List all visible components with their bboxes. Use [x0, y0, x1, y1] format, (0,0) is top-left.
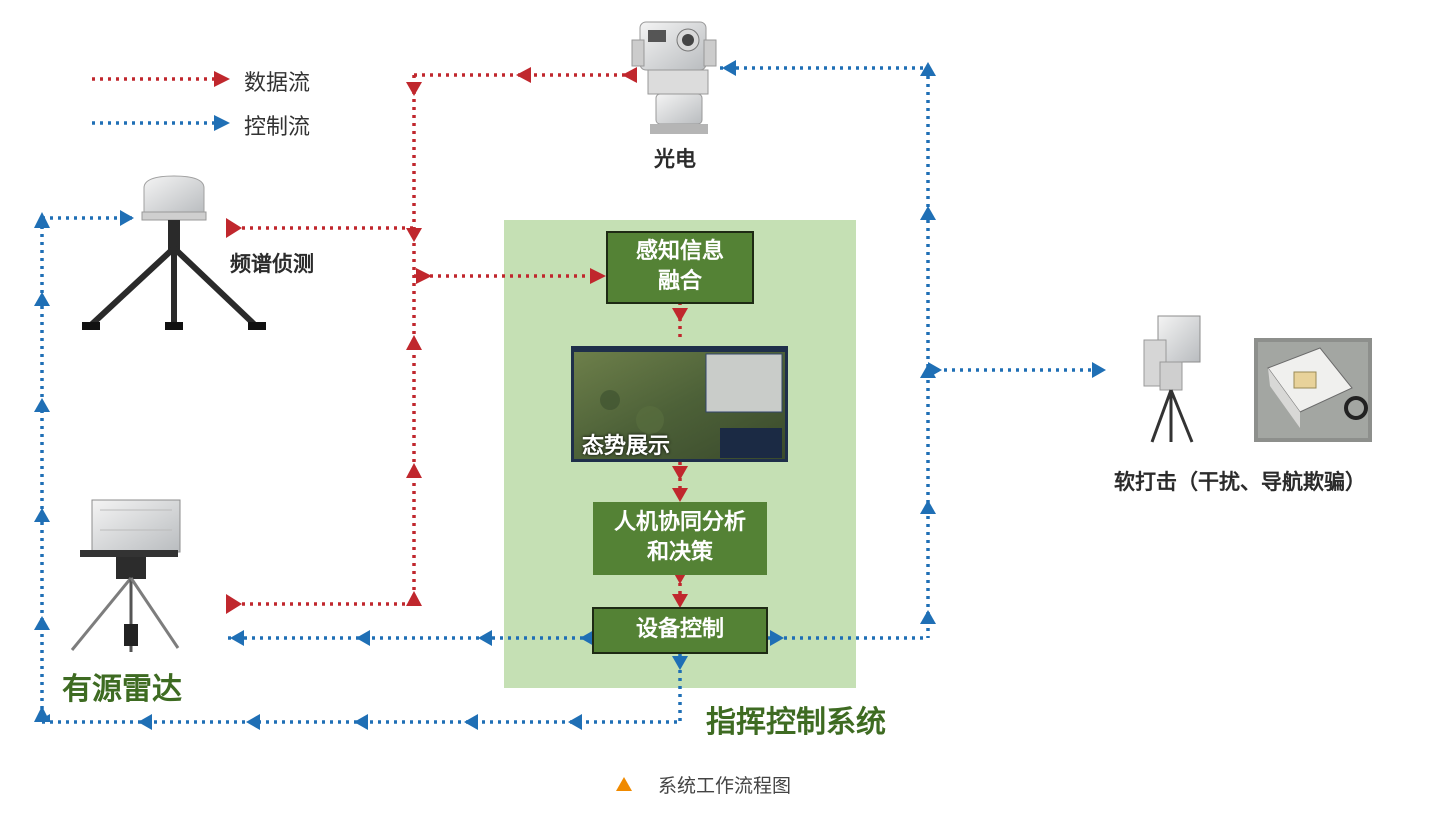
active-radar-image	[70, 499, 181, 652]
legend-data-flow-label: 数据流	[244, 71, 311, 96]
step-device-control-text: 设备控制	[593, 615, 767, 645]
legend-data-flow-line	[92, 71, 230, 87]
data-flow-arrows	[226, 67, 688, 614]
step-collaborative-analysis-text: 人机协同分析 和决策	[593, 508, 767, 568]
step-perception-fusion-line2: 融合	[657, 269, 702, 294]
step-box-device-control	[592, 607, 768, 654]
navigation-spoofer-image	[1254, 338, 1372, 442]
figure-caption: 系统工作流程图	[658, 775, 792, 797]
step-collaborative-analysis-line1: 人机协同分析	[613, 510, 746, 535]
electro-optical-camera-image	[631, 21, 717, 134]
spectrum-detector-image	[82, 175, 266, 330]
control-flow-arrows	[34, 60, 1106, 730]
electro-optical-label: 光电	[654, 147, 696, 171]
step-collaborative-analysis-line2: 和决策	[646, 540, 713, 565]
legend-control-flow-line	[92, 115, 230, 131]
step-box-collaborative-analysis	[593, 502, 767, 575]
step-perception-fusion-text: 感知信息 融合	[607, 237, 753, 297]
step-perception-fusion-line1: 感知信息	[635, 239, 724, 264]
legend-control-flow-label: 控制流	[244, 115, 311, 140]
situation-display-label: 态势展示	[582, 434, 671, 459]
jammer-device-image	[1143, 315, 1201, 443]
active-radar-label: 有源雷达	[62, 672, 182, 707]
command-system-title: 指挥控制系统	[706, 705, 886, 740]
caption-triangle-icon	[616, 777, 632, 791]
situation-display-screen	[571, 346, 788, 462]
soft-kill-label: 软打击（干扰、导航欺骗）	[1114, 470, 1366, 494]
step-box-perception-fusion	[606, 231, 754, 304]
step-device-control-line: 设备控制	[635, 617, 724, 642]
spectrum-detection-label: 频谱侦测	[230, 252, 314, 276]
